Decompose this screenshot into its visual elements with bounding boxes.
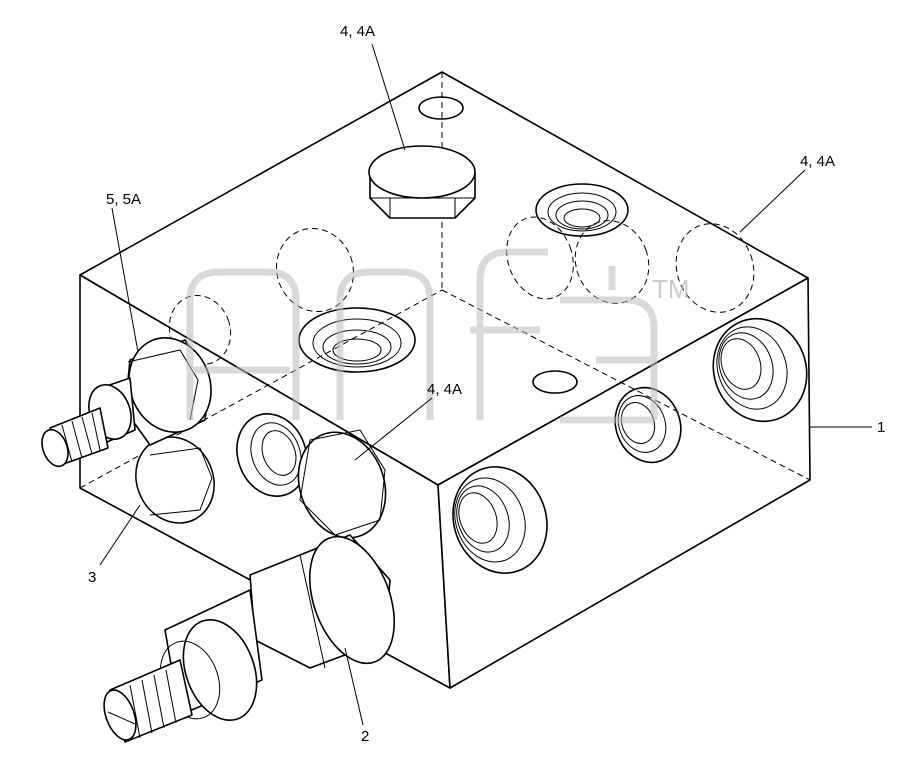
top-hex-plug: [368, 145, 476, 219]
threaded-port: [535, 183, 629, 237]
small-port: [418, 96, 464, 120]
top-face-ports: [298, 96, 629, 394]
watermark-mark: TM: [652, 274, 690, 304]
left-face-port: [236, 413, 308, 497]
callout-labels: 4, 4A 4, 4A 5, 5A 4, 4A 1 3 2: [88, 23, 885, 745]
anfab-watermark: TM: [186, 248, 690, 424]
callout-left-valve: 5, 5A: [106, 191, 141, 208]
callout-right-plug: 4, 4A: [800, 153, 835, 170]
left-hex-plug: [135, 436, 215, 524]
center-hex-plug: [297, 429, 387, 539]
callout-body: 1: [877, 419, 885, 436]
threaded-port: [712, 317, 808, 423]
hidden-edge: [441, 289, 811, 481]
main-cartridge-valve: [103, 534, 396, 743]
leader-lines: [99, 43, 872, 726]
callout-main-valve: 2: [361, 728, 369, 745]
threaded-port: [614, 386, 682, 464]
threaded-port: [452, 466, 548, 574]
small-port: [532, 370, 578, 394]
right-face-ports: [452, 317, 808, 574]
callout-bottom-plug: 3: [88, 569, 96, 586]
callout-center-plug: 4, 4A: [427, 381, 462, 398]
callout-top-plug: 4, 4A: [340, 23, 375, 40]
